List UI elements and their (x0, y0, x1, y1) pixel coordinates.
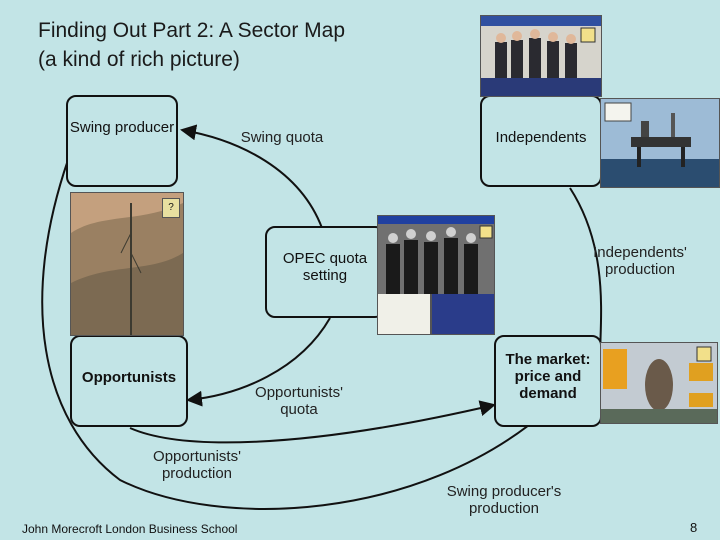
node-market: The market: price and demand (494, 335, 602, 427)
info-icon: ? (162, 198, 180, 218)
swing-quota-arrow (180, 124, 323, 229)
label-swing-quota: Swing quota (240, 129, 324, 146)
node-swing-producer: Swing producer (66, 95, 178, 187)
node-opportunists-label: Opportunists (81, 369, 177, 386)
node-opec: OPEC quota setting (265, 226, 385, 318)
oil-platform-photo (600, 98, 720, 188)
opec-ministers-photo (377, 215, 495, 335)
opportunists-quota-arrow (186, 317, 331, 407)
title-line-2: (a kind of rich picture) (38, 48, 240, 71)
opportunists-production-arrow (129, 400, 496, 444)
node-market-label: The market: price and demand (505, 351, 591, 402)
node-opec-label: OPEC quota setting (282, 250, 368, 284)
page-number: 8 (690, 520, 698, 535)
page-title: Finding Out Part 2: A Sector Map (a kind… (38, 16, 345, 74)
market-screen-photo (600, 342, 718, 424)
node-independents: Independents (480, 95, 602, 187)
label-opportunists-production: Opportunists' production (153, 448, 241, 482)
label-independents-production: Independents' production (593, 244, 687, 278)
node-independents-label: Independents (495, 129, 587, 146)
swing-production-arrow (41, 159, 547, 510)
footer-credit: John Morecroft London Business School (22, 522, 238, 536)
title-line-1: Finding Out Part 2: A Sector Map (38, 19, 345, 42)
label-swing-production: Swing producer's production (446, 483, 562, 517)
node-swing-producer-label: Swing producer (69, 119, 175, 136)
label-opportunists-quota: Opportunists' quota (255, 384, 343, 418)
node-opportunists: Opportunists (70, 335, 188, 427)
meeting-photo (480, 15, 602, 97)
